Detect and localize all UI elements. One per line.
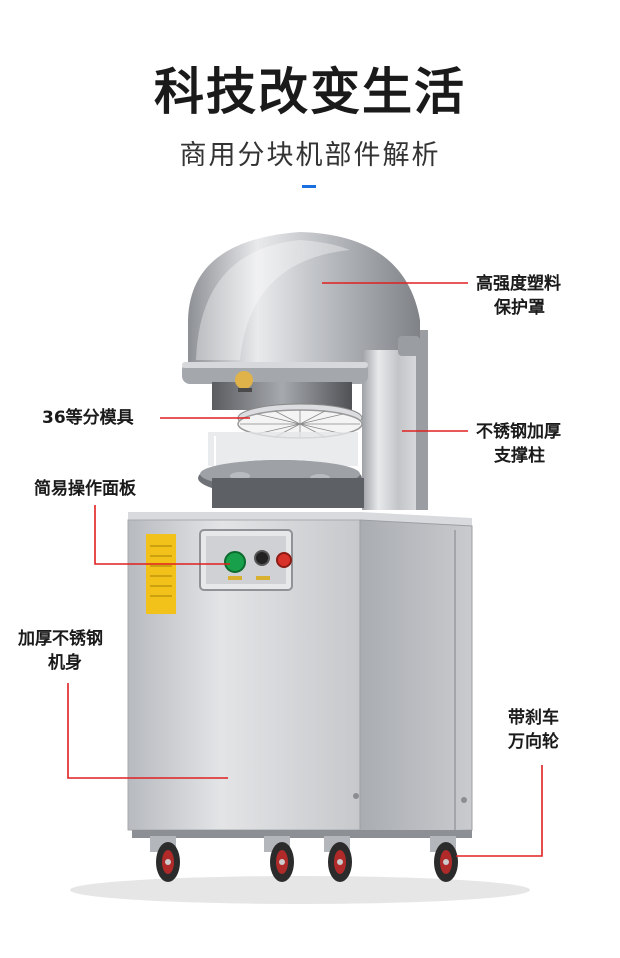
- page-title: 科技改变生活: [154, 63, 466, 121]
- stop-button: [276, 552, 292, 568]
- caster-wheel: [324, 836, 352, 882]
- caster-wheel: [150, 836, 180, 882]
- rim-end-cap: [398, 336, 420, 356]
- label-wheels: 带刹车 万向轮: [508, 706, 559, 754]
- label-cover-line-2: 保护罩: [494, 298, 545, 318]
- leader-panel: [94, 505, 230, 565]
- warning-label: [146, 534, 176, 614]
- dome-cover: [188, 232, 420, 380]
- leader-body: [67, 683, 228, 779]
- caster-wheels: [150, 836, 458, 882]
- base-frame: [132, 830, 472, 838]
- label-panel: 简易操作面板: [34, 479, 136, 499]
- page-subtitle: 商用分块机部件解析: [179, 140, 441, 171]
- label-cover: 高强度塑料 保护罩: [476, 272, 561, 320]
- brand-badge: [235, 371, 253, 389]
- accent-bar: [302, 185, 316, 188]
- label-body-line-2: 机身: [48, 653, 82, 673]
- start-button: [224, 551, 246, 573]
- label-mold: 36等分模具: [42, 408, 134, 428]
- leader-lines: [67, 282, 543, 857]
- label-body: 加厚不锈钢 机身: [18, 627, 103, 675]
- label-wheels-line-2: 万向轮: [508, 732, 559, 752]
- caster-wheel: [264, 836, 294, 882]
- label-column-line-2: 支撑柱: [494, 446, 545, 466]
- label-column-line-1: 不锈钢加厚: [476, 422, 561, 442]
- label-column: 不锈钢加厚 支撑柱: [476, 420, 561, 468]
- caster-wheel: [430, 836, 458, 882]
- selector-knob: [254, 550, 270, 566]
- label-wheels-line-1: 带刹车: [508, 708, 559, 728]
- label-cover-line-1: 高强度塑料: [476, 274, 561, 294]
- leader-wheels: [456, 765, 543, 857]
- label-body-line-1: 加厚不锈钢: [18, 629, 103, 649]
- floor-shadow: [70, 876, 530, 904]
